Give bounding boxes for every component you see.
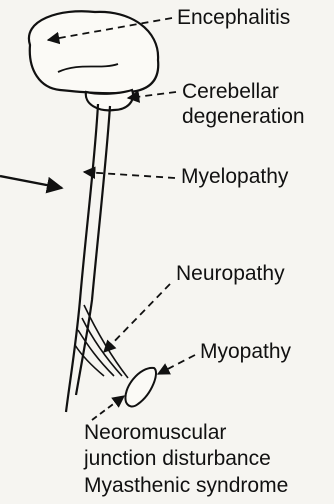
- label-cerebellar-line2: degeneration: [182, 105, 305, 129]
- leader-nmj: [92, 396, 124, 420]
- leader-cerebellar: [128, 92, 176, 98]
- leader-myopathy: [158, 355, 195, 374]
- label-nmj-line1: Neoromuscular: [84, 421, 226, 445]
- label-nmj-line2: junction disturbance: [84, 447, 271, 471]
- label-myelopathy: Myelopathy: [181, 165, 288, 189]
- label-neuropathy: Neuropathy: [176, 262, 285, 286]
- muscle-shape: [125, 368, 156, 407]
- label-cerebellar-line1: Cerebellar: [182, 80, 279, 104]
- label-nmj-line3: Myasthenic syndrome: [84, 474, 288, 498]
- solid-arrow: [0, 176, 62, 188]
- label-encephalitis: Encephalitis: [177, 6, 290, 30]
- leader-myelopathy: [84, 172, 175, 178]
- label-myopathy: Myopathy: [200, 340, 291, 364]
- cerebrum-shape: [29, 11, 158, 93]
- leader-neuropathy: [104, 284, 170, 352]
